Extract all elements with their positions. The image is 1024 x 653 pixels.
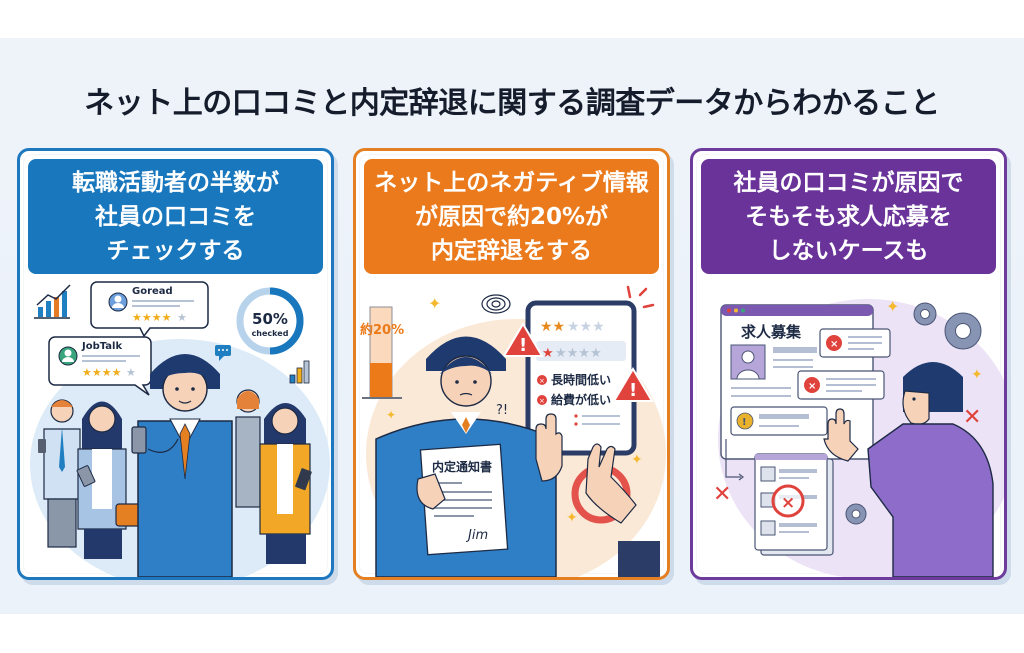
card-heading: 社員の口コミが原因で そもそも求人応募を しないケースも [701,159,996,274]
svg-text:★★: ★★ [540,319,565,335]
sparkle-icon: ✦ [566,510,578,526]
gear-icon [944,312,982,350]
svg-text:×: × [808,381,816,392]
svg-text:!: ! [519,335,527,356]
sparkle-icon: ✦ [971,367,983,383]
svg-text:★★★★: ★★★★ [82,366,122,379]
svg-text:★: ★ [542,346,554,361]
chat-bubble-icon [215,345,231,361]
window-title: 求人募集 [741,323,802,341]
warning-icon: ! [612,367,654,402]
document-title: 内定通知書 [432,459,492,474]
person-main-businessman [131,354,233,577]
card-heading-line: チェックする [106,237,245,264]
person-woman-yellow-jacket [259,403,312,564]
applicant-list-icon: × [754,453,834,556]
svg-text:!: ! [742,417,747,428]
card-heading-line: 社員の口コミが原因で [733,169,964,196]
person-rejecting [823,362,994,577]
svg-text:★: ★ [126,366,136,379]
svg-text:checked: checked [252,329,289,338]
reject-x-icon: ✕ [713,482,731,507]
warning-icon: ! [502,322,544,357]
illustration-rejecting-job-posting: ✦ ✦ ✕ ✕ 求人募集 × [693,279,1004,577]
card-heading-line: 内定辞退をする [431,237,592,264]
review-site-name: JobTalk [81,341,122,352]
card-negative-info-decline: ネット上のネガティブ情報 が原因で約20%が 内定辞退をする 約20% ✦ ✦ … [353,148,670,580]
growth-chart-icon [34,284,71,319]
card-heading-line: 転職活動者の半数が [72,169,279,196]
card-heading-line: が原因で約20%が [414,203,609,230]
illustration-candidate-declining: 約20% ✦ ✦ ✦ ✦ ★★★★★ ★★★★★ × 長時間低い [356,279,667,577]
gauge-20-percent: 約20% [360,306,404,399]
person-left [38,399,81,548]
bar-chart-icon [289,360,310,384]
review-bubble-goread: Goread ★★★★★ [90,281,209,338]
review-bubble-jobtalk: JobTalk ★★★★★ [48,336,152,396]
sparkle-icon: ✦ [631,452,643,468]
svg-text:×: × [830,339,838,350]
card-heading-line: そもそも求人応募を [745,203,952,230]
card-heading-line: ネット上のネガティブ情報 [374,169,649,196]
svg-text:★★★★: ★★★★ [555,346,602,361]
review-site-name: Goread [132,286,173,297]
card-heading: ネット上のネガティブ情報 が原因で約20%が 内定辞退をする [364,159,659,274]
page-title: ネット上の口コミと内定辞退に関する調査データからわかること [84,86,940,121]
warning-review-bubble: ! [730,406,828,436]
card-review-check: 転職活動者の半数が 社員の口コミを チェックする Goread [17,148,334,580]
gear-icon [845,503,867,525]
illustration-people-checking-phones: Goread ★★★★★ JobTalk ★★★★★ 50% [20,279,331,577]
complaint-low-pay: 給費が低い [551,392,611,407]
card-no-application: 社員の口コミが原因で そもそも求人応募を しないケースも ✦ ✦ ✕ ✕ [690,148,1007,580]
svg-text:×: × [539,397,545,405]
confusion-swirl-icon [481,294,511,314]
gear-icon [913,302,937,326]
donut-50-percent-checked: 50% checked [236,287,304,355]
gauge-label: 約20% [360,322,404,338]
sparkle-icon: ✦ [886,297,899,316]
reject-x-icon: ✕ [963,405,981,430]
sparkle-icon: ✦ [386,408,396,422]
svg-text:×: × [781,493,795,513]
svg-text:×: × [539,377,545,385]
card-heading-line: 社員の口コミを [95,203,256,230]
svg-text:★★★: ★★★ [567,319,605,335]
negative-review-bubble: × [819,328,891,358]
complaint-long-hours: 長時間低い [551,372,611,387]
card-heading: 転職活動者の半数が 社員の口コミを チェックする [28,159,323,274]
offer-letter-document: 内定通知書 Jim [419,443,509,556]
svg-text:50%: 50% [252,310,288,328]
sparkle-icon: ✦ [428,294,441,313]
svg-text:★★★★: ★★★★ [132,311,172,324]
alert-lines-icon [626,285,655,309]
svg-text:!: ! [629,380,637,401]
question-mark-icon: ?! [496,403,508,418]
svg-text:★: ★ [177,311,187,324]
signature: Jim [465,528,488,543]
negative-review-bubble: × [797,370,885,400]
person-right-back [235,389,261,508]
card-heading-line: しないケースも [768,237,929,264]
